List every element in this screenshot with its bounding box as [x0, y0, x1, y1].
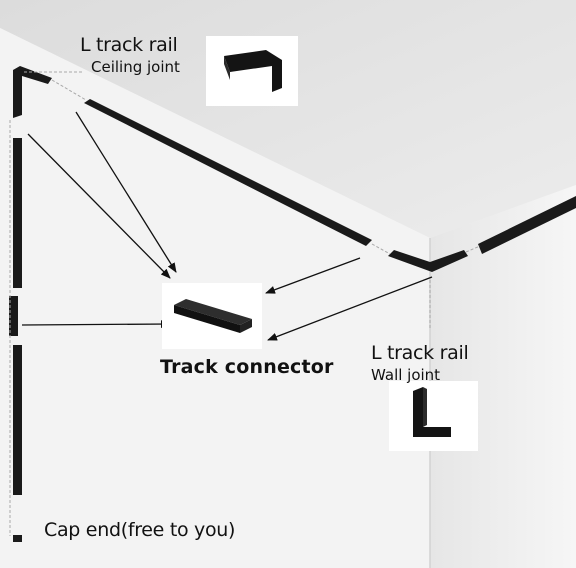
ceiling-plane [0, 0, 576, 238]
cap-end-label: Cap end(free to you) [44, 519, 236, 541]
wall-joint-subtitle: Wall joint [371, 366, 441, 384]
track-connector-label: Track connector [160, 356, 334, 378]
right-wall [430, 185, 576, 568]
wall-joint-title: L track rail [371, 342, 469, 364]
corner-l-joint [13, 66, 52, 118]
wall-joint-thumbnail [389, 381, 478, 451]
ceiling-joint-subtitle: Ceiling joint [91, 58, 180, 76]
wall-rail-connector-gap [9, 296, 18, 336]
ceiling-joint-title: L track rail [80, 34, 178, 56]
ceiling-l-joint [388, 250, 468, 272]
ceiling-rail-right [478, 196, 576, 254]
wall-rail-segment-2 [13, 345, 22, 495]
cap-end [13, 535, 22, 542]
track-connector-thumbnail [162, 283, 262, 349]
ceiling-joint-thumbnail [206, 36, 298, 106]
ceiling-rail [84, 99, 372, 246]
wall-rail-segment-1 [13, 138, 22, 288]
